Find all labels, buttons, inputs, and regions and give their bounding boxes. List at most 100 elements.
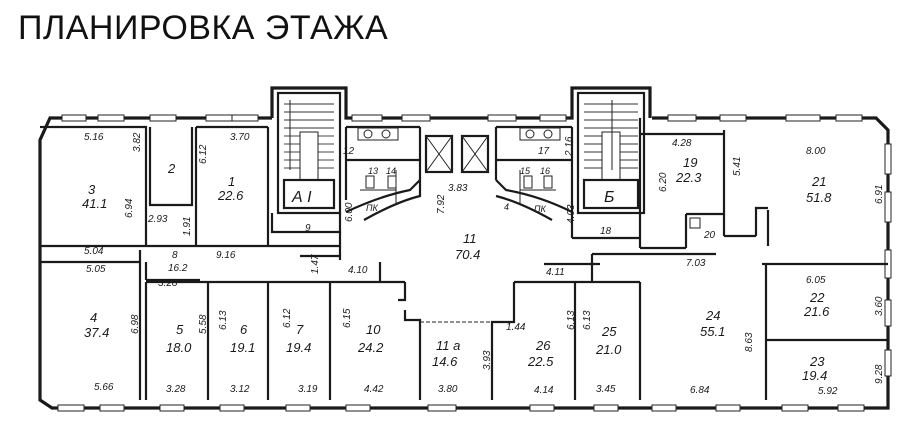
- room-area: 21.0: [595, 342, 622, 357]
- dimension: 5.58: [198, 314, 209, 334]
- room-number: 20: [703, 230, 716, 241]
- dimension: 4.10: [348, 265, 368, 276]
- room-number: 18: [600, 226, 612, 237]
- room-number: 21: [811, 174, 826, 189]
- room-number: 24: [705, 308, 720, 323]
- room-number: 22: [809, 290, 825, 305]
- room-area: 14.6: [432, 354, 458, 369]
- room-area: 19.4: [286, 340, 311, 355]
- room-area: 55.1: [700, 324, 725, 339]
- room-area: 18.0: [166, 340, 192, 355]
- interior-walls: [40, 118, 888, 400]
- dimension: 3.28: [158, 278, 178, 289]
- dimension: 9.28: [874, 364, 885, 384]
- dimension: 3.12: [230, 384, 250, 395]
- room-number: 17: [538, 146, 550, 157]
- room-area: 70.4: [455, 247, 480, 262]
- room-area: 37.4: [84, 325, 109, 340]
- sink-icon: [357, 127, 399, 141]
- room-area: 22.6: [217, 188, 244, 203]
- room-number: 8: [172, 250, 178, 261]
- dimension: 6.12: [198, 144, 209, 164]
- room-number: 23: [809, 354, 825, 369]
- stair-a-icon: [282, 100, 336, 210]
- dimension: 4.28: [672, 138, 692, 149]
- room-number: 13: [368, 166, 378, 176]
- dimension-labels: 5.16 3.82 6.94 2.93 1.91 3.70 6.12 6.00 …: [84, 132, 885, 397]
- dimension: 8.00: [806, 146, 826, 157]
- room-number: 5: [176, 322, 184, 337]
- room-area: 51.8: [806, 190, 832, 205]
- room-area: 24.2: [357, 340, 384, 355]
- dimension: 6.00: [344, 202, 355, 222]
- dimension: 6.84: [690, 385, 710, 396]
- toilet-icon: [365, 175, 701, 229]
- dimension: 6.05: [806, 275, 826, 286]
- dimension: 4.03: [566, 204, 577, 224]
- dimension: 3.45: [596, 384, 616, 395]
- dimension: 3.70: [230, 132, 250, 143]
- stair-label: Б: [604, 189, 614, 206]
- dimension: 2.93: [147, 214, 168, 225]
- dimension: 6.13: [566, 310, 577, 330]
- room-area: 22.3: [675, 170, 702, 185]
- room-number: 11: [463, 231, 477, 246]
- room-number: 12: [343, 146, 355, 157]
- pk-label: ПК: [534, 204, 547, 214]
- room-area: 19.1: [230, 340, 255, 355]
- outer-walls: [38, 86, 892, 412]
- room-number: 9: [305, 223, 311, 234]
- dimension: 6.13: [582, 310, 593, 330]
- room-number: 4: [90, 310, 97, 325]
- stair-labels: А I Б ПК ПК 4: [291, 189, 614, 214]
- dimension: 6.12: [282, 308, 293, 328]
- room-number: 3: [88, 182, 96, 197]
- dimension: 3.93: [482, 350, 493, 370]
- dimension: 3.60: [874, 296, 885, 316]
- dimension: 5.41: [732, 157, 743, 176]
- room-labels: 3 41.1 2 1 22.6 12 13 14 15 16 17 9 8 16…: [82, 146, 832, 383]
- dimension: 6.94: [124, 198, 135, 218]
- dimension: 3.83: [448, 183, 468, 194]
- dimension: 4.11: [546, 267, 565, 278]
- room-number: 14: [386, 166, 396, 176]
- dimension: 5.66: [94, 382, 114, 393]
- dimension: 5.04: [84, 246, 104, 257]
- room-area: 41.1: [82, 196, 107, 211]
- dimension: 2.16: [564, 136, 575, 157]
- dimension: 4.42: [364, 384, 384, 395]
- sink-icon: [519, 127, 561, 141]
- room-number: 15: [520, 166, 531, 176]
- dimension: 6.20: [658, 172, 669, 192]
- dimension: 6.91: [874, 185, 885, 204]
- room-tag: 4: [504, 202, 509, 212]
- dimension: 4.14: [534, 385, 554, 396]
- room-area: 19.4: [802, 368, 827, 383]
- room-number: 19: [683, 155, 697, 170]
- dimension: 5.92: [818, 386, 838, 397]
- dimension: 8.63: [744, 332, 755, 352]
- stair-label: А I: [291, 189, 312, 206]
- dimension: 7.03: [686, 258, 706, 269]
- room-area: 16.2: [168, 263, 188, 274]
- dimension: 3.19: [298, 384, 318, 395]
- room-number: 25: [601, 324, 617, 339]
- dimension: 6.98: [130, 314, 141, 334]
- dimension: 5.16: [84, 132, 104, 143]
- pk-label: ПК: [366, 203, 379, 213]
- room-number: 11 а: [436, 338, 460, 353]
- dimension: 3.28: [166, 384, 186, 395]
- room-area: 22.5: [527, 354, 554, 369]
- dimension: 3.80: [438, 384, 458, 395]
- page-title: ПЛАНИРОВКА ЭТАЖА: [18, 9, 389, 47]
- dimension: 6.13: [218, 310, 229, 330]
- dimension: 5.05: [86, 264, 106, 275]
- room-number: 6: [240, 322, 248, 337]
- dimension: 7.92: [436, 194, 447, 214]
- dimension: 1.91: [182, 217, 193, 236]
- dimension: 3.82: [132, 132, 143, 152]
- room-number: 10: [366, 322, 381, 337]
- room-number: 16: [540, 166, 550, 176]
- room-number: 26: [535, 338, 551, 353]
